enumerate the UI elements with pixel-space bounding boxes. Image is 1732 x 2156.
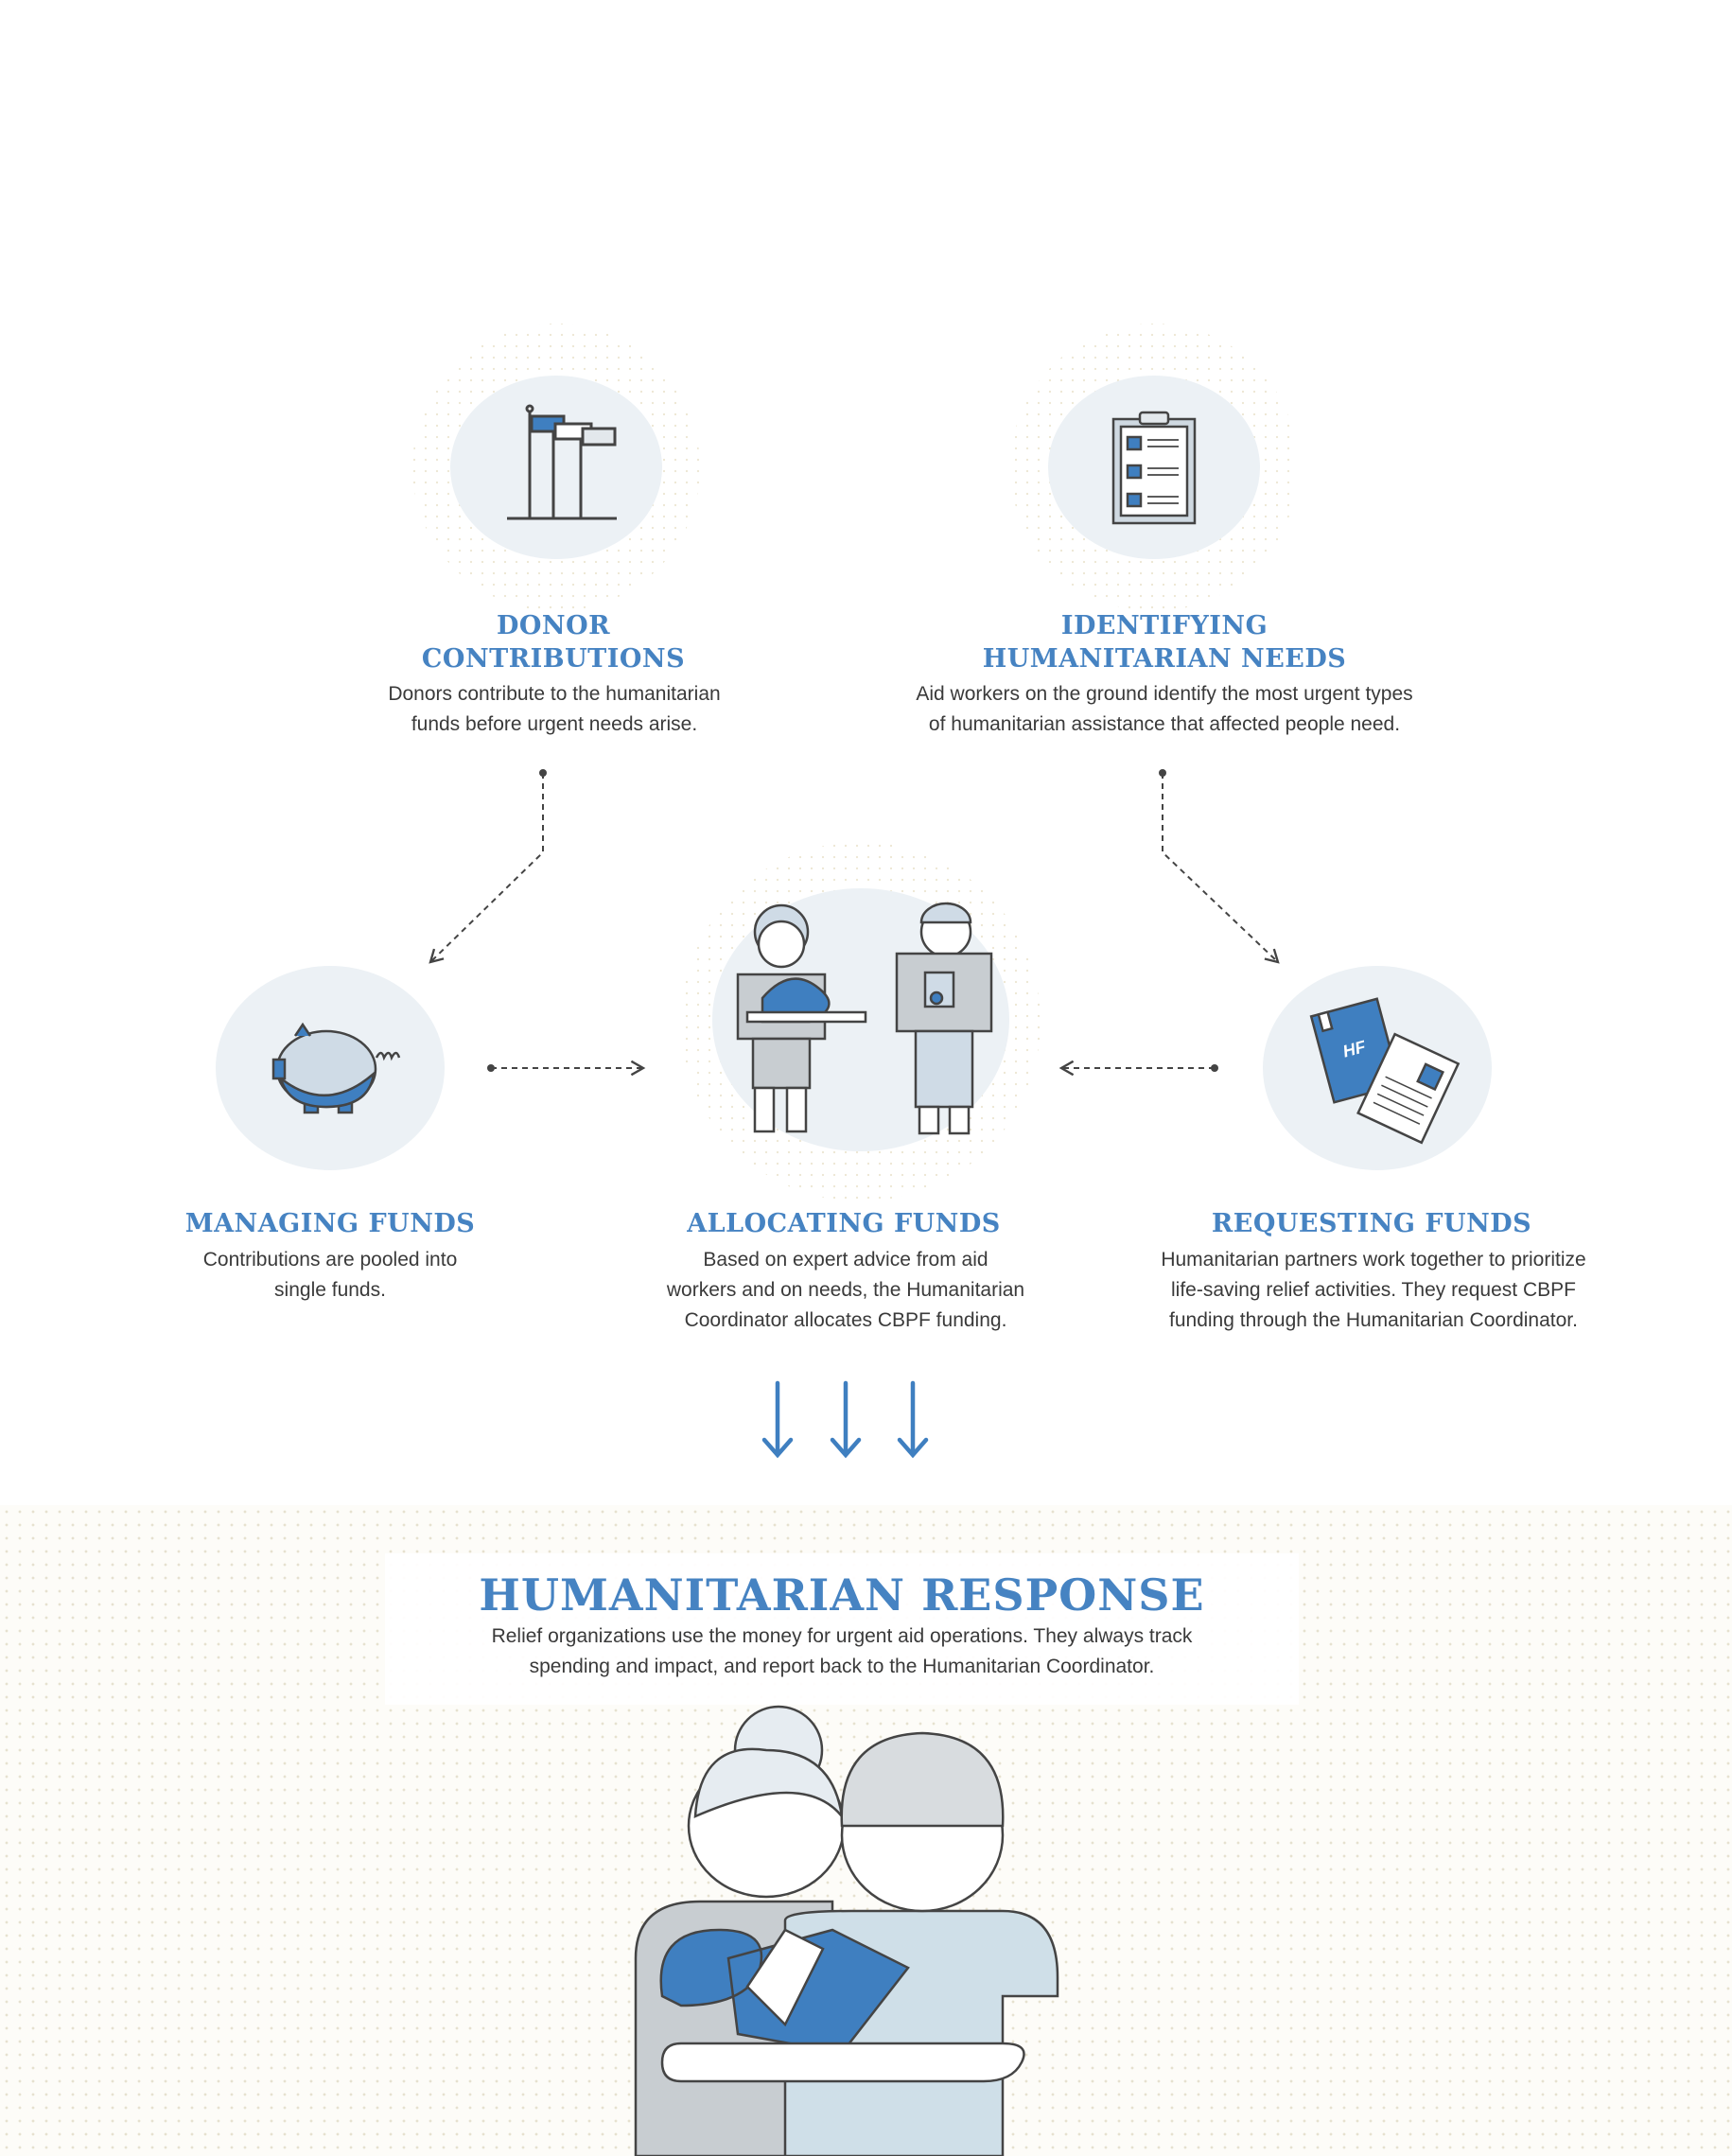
family-icon — [634, 1705, 1059, 2156]
piggy-bank-icon — [271, 1022, 401, 1114]
down-arrows — [761, 1380, 929, 1459]
identifying-title-line: IDENTIFYING — [1060, 611, 1268, 640]
managing-desc-line: Contributions are pooled into — [202, 1249, 458, 1271]
donor-title-line: DONOR — [496, 611, 611, 640]
managing-description: Contributions are pooled into single fund… — [203, 1245, 458, 1306]
clipboard-checklist-icon — [1111, 411, 1197, 525]
requesting-desc-line: funding through the Humanitarian Coordin… — [1169, 1309, 1578, 1331]
response-desc-line: spending and impact, and report back to … — [529, 1656, 1155, 1677]
donor-desc-line: funds before urgent needs arise. — [411, 713, 698, 735]
connector-identifying-requesting — [1162, 773, 1280, 964]
managing-title: MANAGING FUNDS — [184, 1209, 476, 1238]
donor-description: Donors contribute to the humanitarian fun… — [388, 679, 720, 740]
identifying-desc-line: Aid workers on the ground identify the m… — [916, 683, 1413, 705]
requesting-description: Humanitarian partners work together to p… — [1161, 1245, 1585, 1336]
identifying-description: Aid workers on the ground identify the m… — [916, 679, 1412, 740]
requesting-title: REQUESTING FUNDS — [1211, 1209, 1532, 1238]
down-arrow-icon — [897, 1380, 929, 1459]
donor-desc-line: Donors contribute to the humanitarian — [388, 683, 721, 705]
response-description: Relief organizations use the money for u… — [492, 1621, 1193, 1682]
identifying-desc-line: of humanitarian assistance that affected… — [928, 713, 1401, 735]
managing-desc-line: single funds. — [274, 1279, 386, 1301]
allocating-description: Based on expert advice from aid workers a… — [667, 1245, 1024, 1336]
allocating-desc-line: Based on expert advice from aid — [703, 1249, 988, 1271]
down-arrow-icon — [830, 1380, 862, 1459]
identifying-title-line: HUMANITARIAN NEEDS — [982, 644, 1347, 674]
donor-circle — [450, 376, 662, 559]
allocating-desc-line: Coordinator allocates CBPF funding. — [684, 1309, 1007, 1331]
aid-workers-icon — [736, 902, 993, 1135]
response-text-backdrop — [385, 1553, 1299, 1705]
response-title: HUMANITARIAN RESPONSE — [479, 1569, 1205, 1621]
allocating-title: ALLOCATING FUNDS — [687, 1209, 1001, 1238]
flags-icon — [507, 404, 617, 520]
connector-donor-managing — [429, 773, 544, 964]
requesting-desc-line: Humanitarian partners work together to p… — [1161, 1249, 1586, 1271]
down-arrow-icon — [761, 1380, 794, 1459]
identifying-title: IDENTIFYING HUMANITARIAN NEEDS — [983, 609, 1347, 675]
allocating-desc-line: workers and on needs, the Humanitarian — [666, 1279, 1025, 1301]
requesting-desc-line: life-saving relief activities. They requ… — [1171, 1279, 1576, 1301]
response-desc-line: Relief organizations use the money for u… — [491, 1625, 1193, 1647]
donor-title-line: CONTRIBUTIONS — [421, 644, 686, 674]
donor-title: DONOR CONTRIBUTIONS — [422, 609, 685, 675]
documents-icon: HF — [1309, 997, 1461, 1145]
